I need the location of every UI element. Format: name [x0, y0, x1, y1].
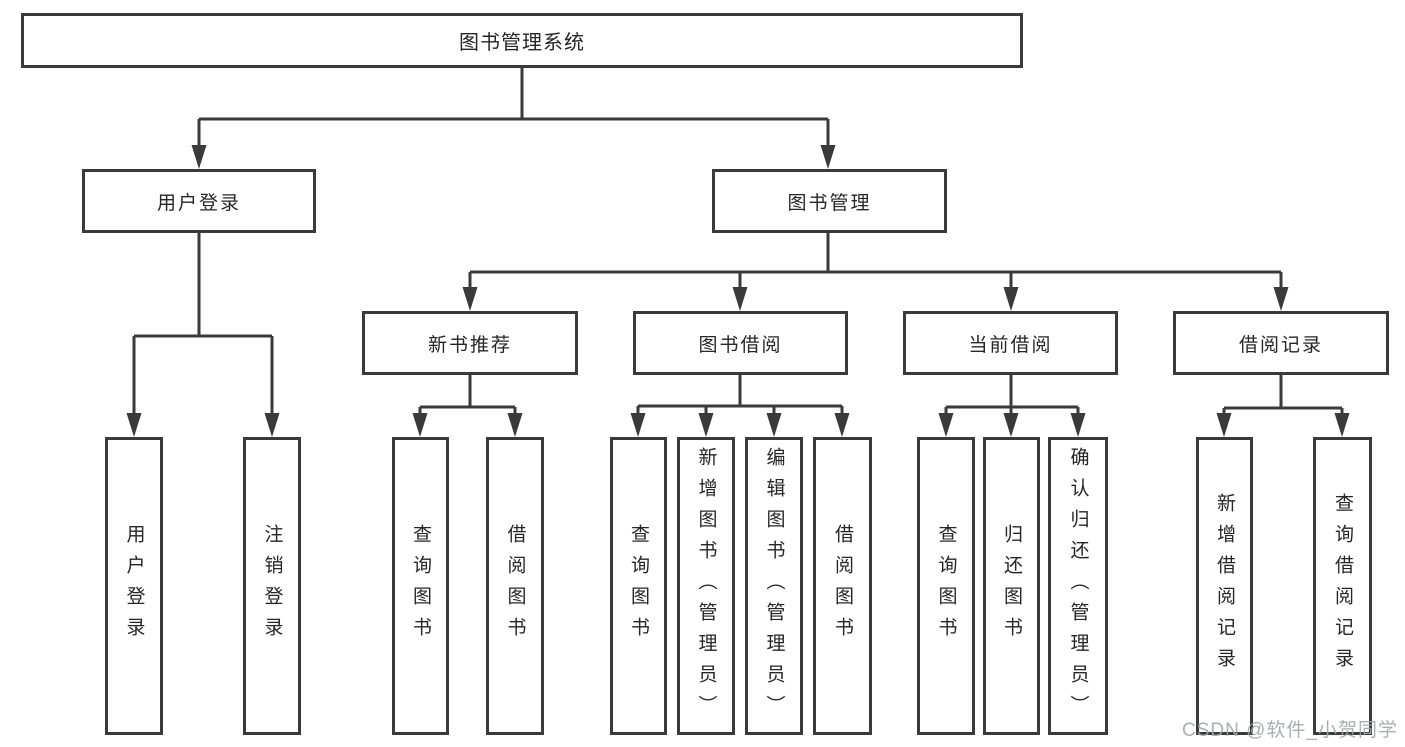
connector-user-login-branch [126, 233, 280, 437]
leaf-borrow-books-label: 借阅图书 [832, 524, 853, 648]
node-new-book-recommend-label: 新书推荐 [427, 334, 512, 356]
leaf-confirm-return-admin-label: 确认归还（管理员） [1067, 446, 1089, 726]
leaf-add-books-admin: 新增图书（管理员） [677, 437, 735, 735]
leaf-return-books: 归还图书 [983, 437, 1040, 735]
connector-book-management-branch [462, 233, 1289, 311]
leaf-query-borrow-record-label: 查询借阅记录 [1332, 493, 1353, 679]
leaf-query-borrow-record: 查询借阅记录 [1313, 437, 1372, 735]
connector-new-book-recommend-group [412, 375, 523, 437]
leaf-edit-books-admin: 编辑图书（管理员） [745, 437, 803, 735]
leaf-user-login: 用户登录 [105, 437, 163, 735]
leaf-current-query-books-label: 查询图书 [935, 524, 957, 648]
leaf-current-query-books: 查询图书 [917, 437, 975, 735]
leaf-add-books-admin-label: 新增图书（管理员） [695, 446, 717, 726]
csdn-watermark: CSDN @软件_小贺同学 [1182, 720, 1398, 741]
leaf-confirm-return-admin: 确认归还（管理员） [1048, 437, 1108, 735]
leaf-borrow-query-books: 查询图书 [610, 437, 667, 735]
leaf-borrow-books: 借阅图书 [813, 437, 872, 735]
leaf-borrow-query-books-label: 查询图书 [628, 524, 649, 648]
node-user-login-branch-label: 用户登录 [156, 192, 241, 214]
node-borrow-records: 借阅记录 [1173, 311, 1389, 375]
leaf-recommend-query-books: 查询图书 [392, 437, 449, 735]
node-current-borrow: 当前借阅 [903, 311, 1118, 375]
connector-book-borrow-group [630, 375, 850, 437]
leaf-add-borrow-record-label: 新增借阅记录 [1214, 493, 1235, 679]
connector-root-to-level2 [191, 68, 836, 169]
leaf-recommend-borrow-books-label: 借阅图书 [504, 524, 526, 648]
leaf-add-borrow-record: 新增借阅记录 [1196, 437, 1253, 735]
leaf-edit-books-admin-label: 编辑图书（管理员） [763, 446, 785, 726]
leaf-logout-label: 注销登录 [261, 524, 283, 648]
node-user-login-branch: 用户登录 [82, 169, 316, 233]
leaf-return-books-label: 归还图书 [1001, 524, 1022, 648]
node-book-management-branch-label: 图书管理 [787, 192, 872, 214]
connector-current-borrow-group [938, 375, 1086, 437]
leaf-recommend-query-books-label: 查询图书 [410, 524, 431, 648]
leaf-user-login-label: 用户登录 [123, 524, 145, 648]
node-new-book-recommend: 新书推荐 [362, 311, 578, 375]
node-book-management-branch: 图书管理 [712, 169, 947, 233]
node-book-borrow: 图书借阅 [633, 311, 848, 375]
node-current-borrow-label: 当前借阅 [968, 334, 1053, 356]
leaf-recommend-borrow-books: 借阅图书 [486, 437, 544, 735]
connector-borrow-records-group [1216, 375, 1350, 437]
node-library-management-system: 图书管理系统 [21, 13, 1023, 68]
node-library-management-system-label: 图书管理系统 [459, 32, 585, 54]
leaf-logout: 注销登录 [243, 437, 301, 735]
node-borrow-records-label: 借阅记录 [1238, 334, 1323, 356]
node-book-borrow-label: 图书借阅 [698, 334, 783, 356]
